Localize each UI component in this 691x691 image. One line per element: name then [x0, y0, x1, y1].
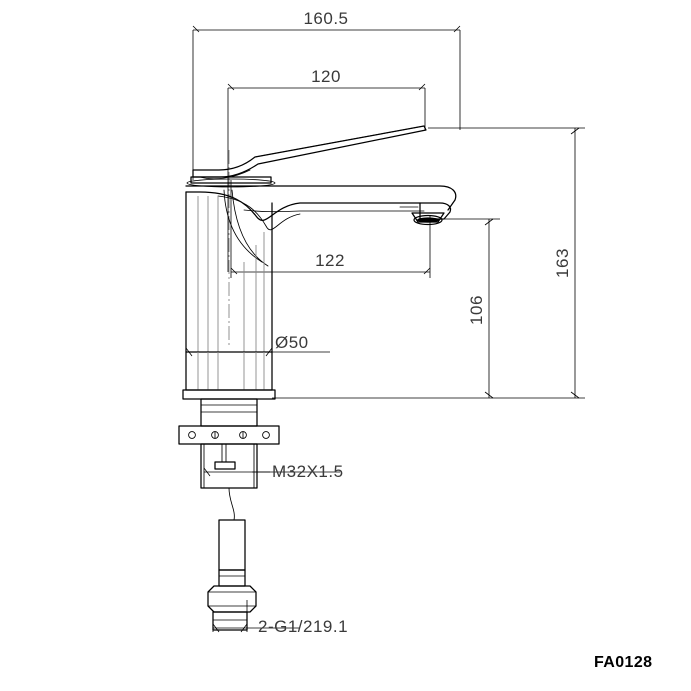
supply-hex-nut [207, 585, 257, 613]
column-body [185, 191, 273, 353]
dimension-label-supply-thread: 2-G1/219.1 [258, 617, 348, 636]
dimension-shank-thread: M32X1.5 [203, 462, 344, 481]
dimension-overall-height: 163 [272, 127, 585, 399]
dimension-label-base-diameter: Ø50 [275, 333, 309, 352]
dimension-spout-reach: 122 [230, 180, 431, 278]
aerator-outlet [399, 202, 452, 226]
dimension-label-spout-height: 106 [467, 295, 486, 325]
dimension-label-overall-height: 163 [553, 248, 572, 278]
dimension-overall-width: 160.5 [192, 9, 461, 180]
base-cylinder [182, 351, 276, 400]
dimension-spout-height: 106 [432, 218, 500, 399]
dimension-label-spout-reach: 122 [315, 251, 345, 270]
spout-body [185, 185, 457, 267]
supply-inlet-tube [218, 519, 246, 587]
dimension-label-lever-length: 120 [311, 67, 341, 86]
part-number-label: FA0128 [594, 654, 652, 671]
supply-nipple [212, 611, 248, 631]
handle-collar [186, 176, 276, 188]
mounting-flange [178, 425, 280, 445]
threaded-shank-lower [200, 443, 258, 489]
flexible-hose [228, 487, 235, 521]
dimension-label-shank-thread: M32X1.5 [272, 462, 344, 481]
dimension-lever-length: 120 [227, 67, 426, 272]
threaded-shank-upper [200, 398, 258, 427]
fixing-bolt [214, 443, 236, 470]
dimension-label-overall-width: 160.5 [303, 9, 348, 28]
dimension-supply-thread: 2-G1/219.1 [212, 600, 348, 636]
faucet-drawing [178, 125, 457, 631]
